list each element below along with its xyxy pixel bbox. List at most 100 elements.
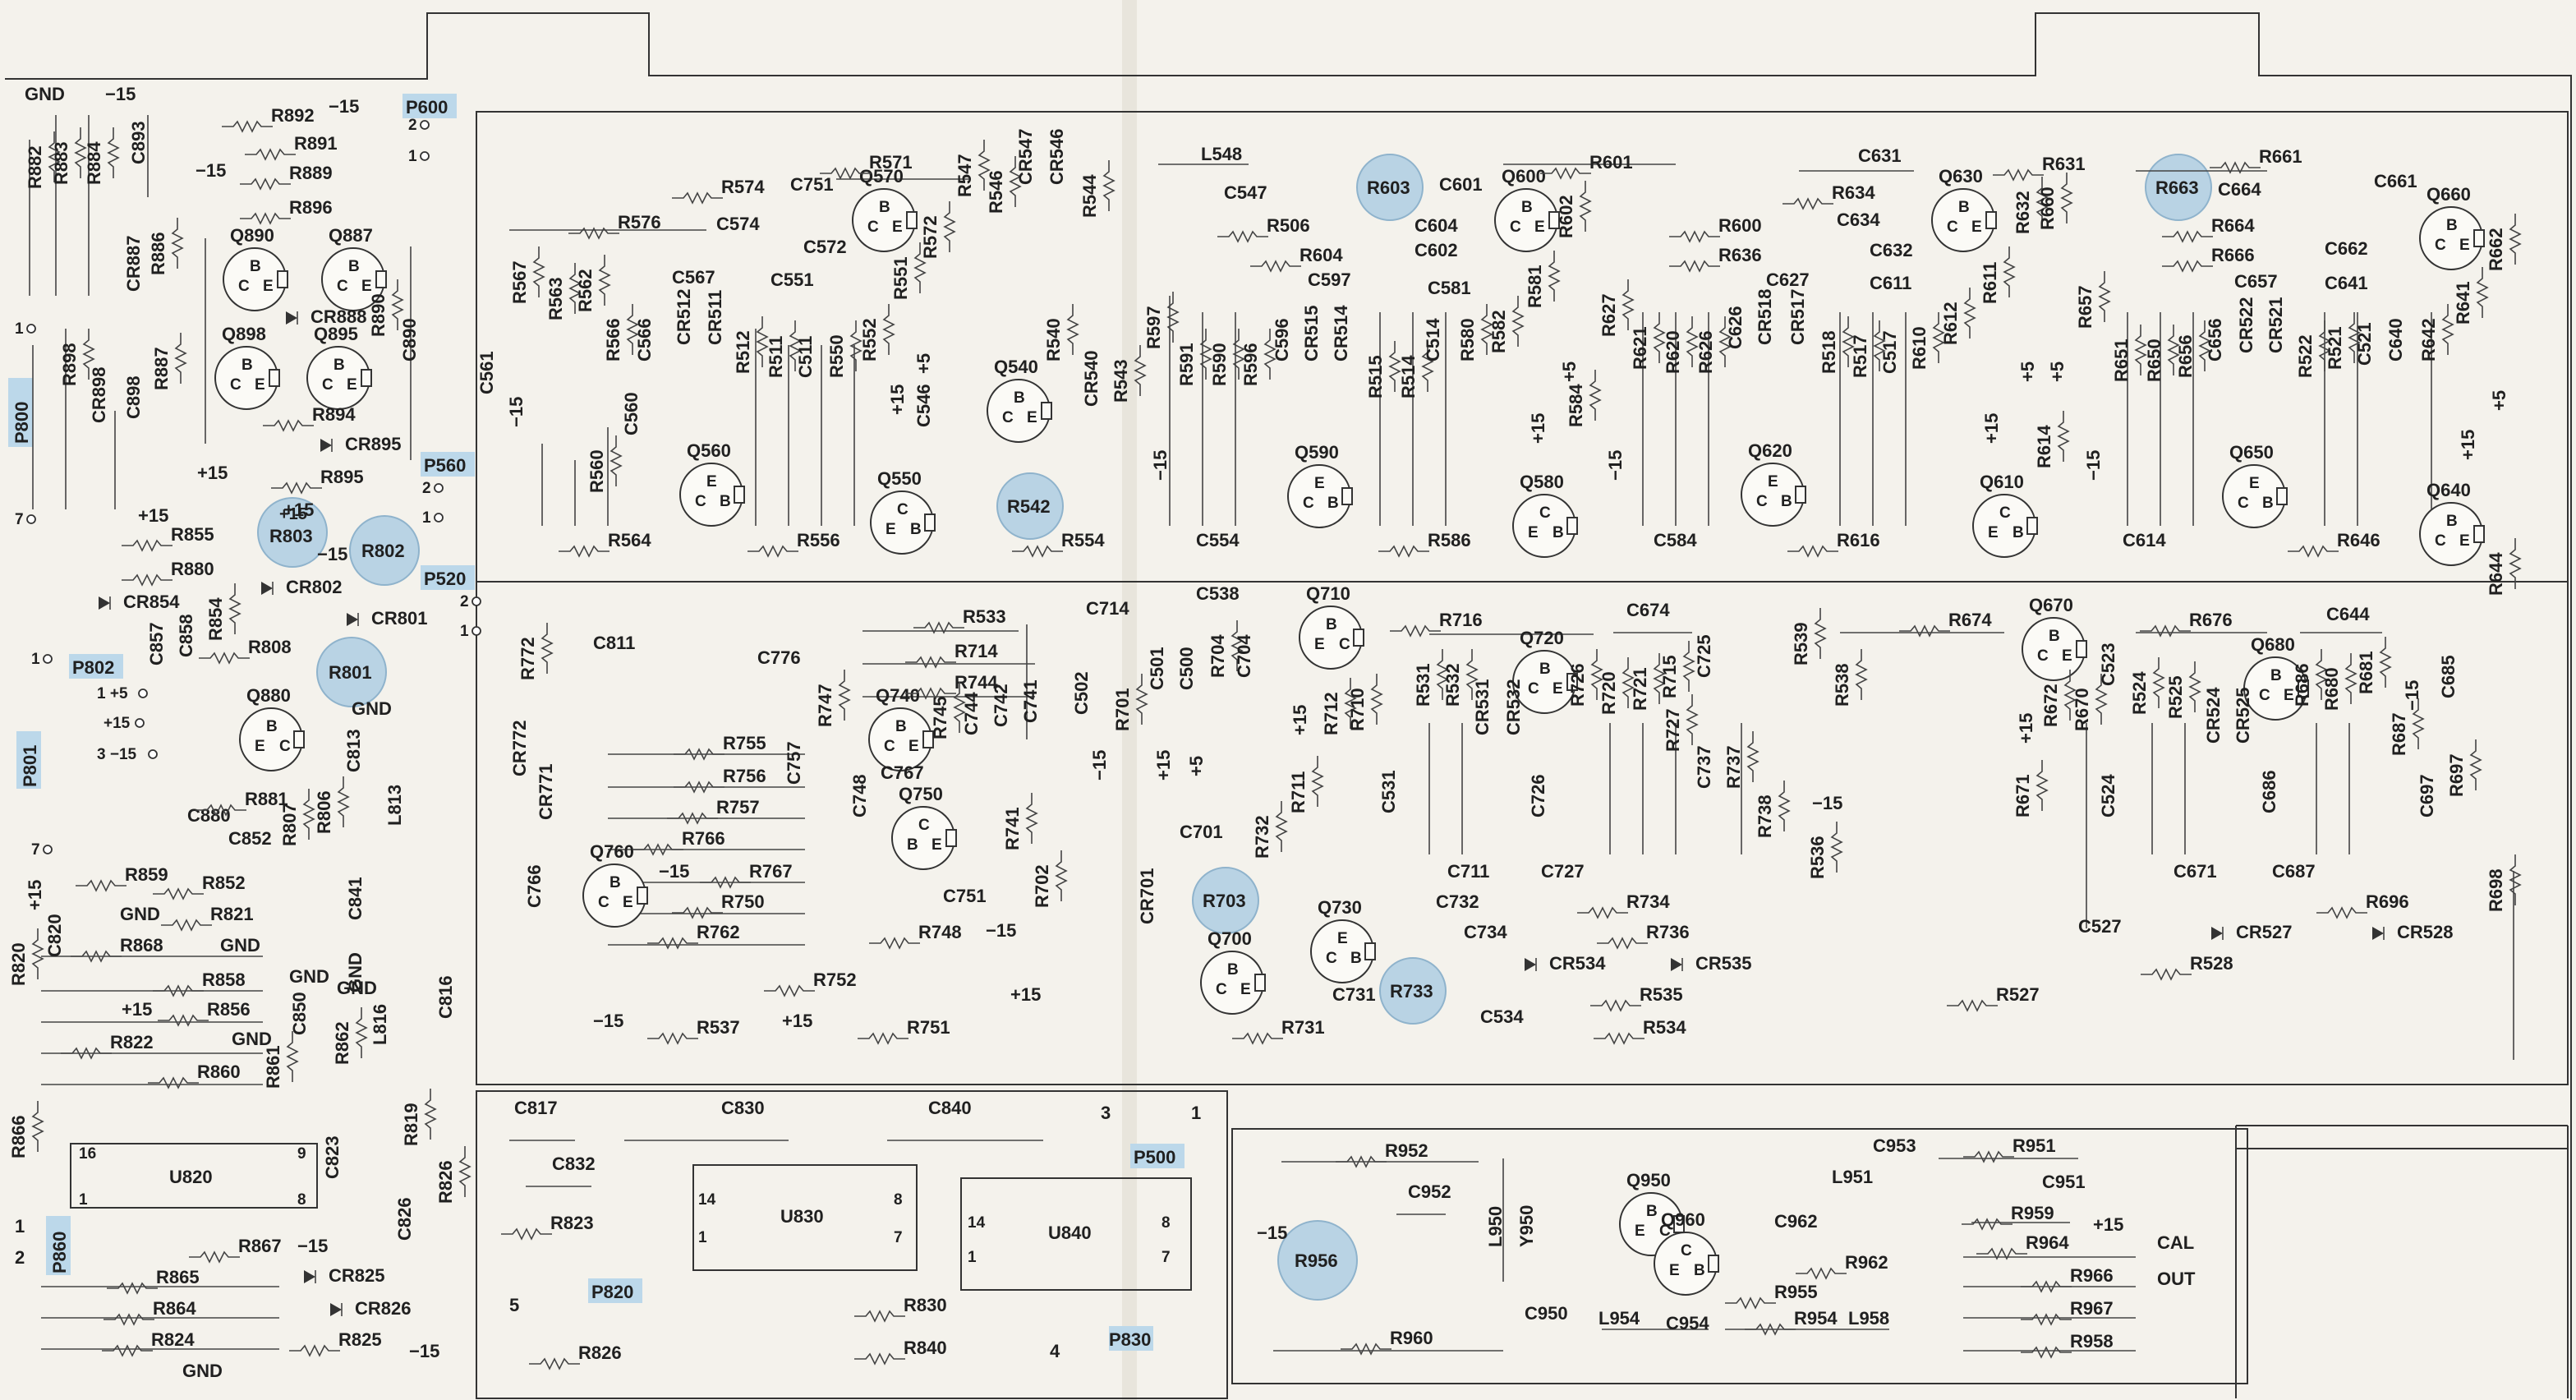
resistor-symbol-vertical bbox=[789, 320, 802, 371]
vlabel-r514: R514 bbox=[1398, 355, 1419, 398]
resistor-symbol-vertical bbox=[2509, 538, 2522, 589]
label-cal: CAL bbox=[2157, 1232, 2194, 1253]
svg-text:E: E bbox=[263, 278, 274, 295]
resistor-symbol-vertical bbox=[2060, 173, 2073, 223]
resistor-symbol-vertical bbox=[1746, 731, 1760, 782]
svg-text:E: E bbox=[932, 836, 942, 854]
svg-text:Q540: Q540 bbox=[994, 357, 1038, 377]
diodes-layer bbox=[99, 311, 2385, 1316]
svg-text:C: C bbox=[238, 278, 250, 295]
label-r951: R951 bbox=[2012, 1135, 2056, 1156]
pin-pad bbox=[148, 749, 158, 759]
resistor-symbol bbox=[568, 227, 619, 240]
svg-text:C: C bbox=[337, 278, 348, 295]
resistor-symbol bbox=[1745, 1323, 1796, 1336]
pin-label: +15 bbox=[104, 715, 131, 732]
label-cr535: CR535 bbox=[1695, 953, 1751, 974]
vlabel-c685: C685 bbox=[2438, 655, 2459, 698]
label-c644: C644 bbox=[2326, 604, 2370, 624]
label-r962: R962 bbox=[1845, 1252, 1888, 1273]
label-r767: R767 bbox=[749, 861, 793, 882]
label-c732: C732 bbox=[1436, 891, 1479, 912]
resistor-symbol-vertical bbox=[2134, 325, 2147, 375]
pin-pad bbox=[26, 324, 36, 334]
resistor-symbol-vertical bbox=[48, 131, 61, 182]
label-cr895: CR895 bbox=[345, 434, 401, 454]
vlabel-r727: R727 bbox=[1663, 708, 1683, 752]
vlabel-r552: R552 bbox=[859, 318, 880, 362]
label-c852: C852 bbox=[228, 828, 272, 849]
resistor-symbol-vertical bbox=[953, 682, 966, 733]
label-r821: R821 bbox=[210, 904, 254, 924]
vlabel-cr531: CR531 bbox=[1472, 679, 1493, 735]
svg-text:C: C bbox=[1539, 504, 1551, 522]
vlabel-r884: R884 bbox=[84, 141, 104, 185]
resistor-symbol bbox=[240, 177, 291, 191]
label-c731: C731 bbox=[1332, 984, 1376, 1005]
vlabel-15: −15 bbox=[2083, 450, 2104, 481]
vlabel-15: −15 bbox=[2402, 680, 2422, 711]
vlabel-c744: C744 bbox=[961, 692, 982, 735]
vlabel-r525: R525 bbox=[2165, 675, 2186, 719]
svg-text:C: C bbox=[918, 817, 930, 834]
vlabel-r862: R862 bbox=[332, 1021, 352, 1065]
label-gnd: GND bbox=[182, 1361, 223, 1381]
label-c627: C627 bbox=[1766, 269, 1810, 290]
resistor-symbol bbox=[905, 656, 956, 669]
vlabel-cr887: CR887 bbox=[123, 236, 144, 292]
resistor-symbol-vertical bbox=[391, 279, 404, 330]
pot-r956: R956 bbox=[1295, 1250, 1338, 1271]
vlabel-r651: R651 bbox=[2111, 338, 2132, 382]
resistor-symbol-vertical bbox=[1465, 649, 1479, 700]
svg-text:B: B bbox=[1646, 1203, 1658, 1220]
svg-text:Q960: Q960 bbox=[1661, 1209, 1705, 1230]
svg-text:C: C bbox=[1681, 1242, 1692, 1260]
svg-text:B: B bbox=[1521, 199, 1533, 216]
svg-text:C: C bbox=[867, 219, 879, 236]
pot-r542: R542 bbox=[1007, 496, 1051, 517]
label-c534: C534 bbox=[1480, 1006, 1524, 1027]
label-r766: R766 bbox=[682, 828, 725, 849]
label-r564: R564 bbox=[608, 530, 651, 550]
resistor-symbol-vertical bbox=[2057, 411, 2070, 462]
resistor-symbol-vertical bbox=[1480, 304, 1493, 355]
label-r537: R537 bbox=[697, 1017, 740, 1038]
vlabel-r590: R590 bbox=[1209, 343, 1230, 386]
resistor-symbol-vertical bbox=[2379, 637, 2392, 688]
vlabel-5: +5 bbox=[1559, 362, 1580, 382]
vlabel-r807: R807 bbox=[279, 803, 300, 846]
vlabel-r584: R584 bbox=[1566, 384, 1586, 427]
connector-p560: P560 bbox=[424, 455, 466, 476]
svg-text:C: C bbox=[1659, 1223, 1671, 1240]
label-4: 4 bbox=[1050, 1341, 1060, 1361]
label-c611: C611 bbox=[1870, 273, 1911, 293]
vlabel-cr521: CR521 bbox=[2266, 297, 2286, 353]
resistor-symbol-vertical bbox=[2469, 739, 2482, 790]
vlabel-r737: R737 bbox=[1723, 745, 1744, 789]
svg-text:Q950: Q950 bbox=[1626, 1170, 1671, 1190]
resistor-symbol-vertical bbox=[2198, 320, 2211, 371]
svg-text:B: B bbox=[1958, 199, 1970, 216]
resistor-symbol-vertical bbox=[1199, 329, 1212, 380]
label-r748: R748 bbox=[918, 922, 962, 942]
resistor-symbol bbox=[2162, 260, 2213, 273]
pin-label: 3 −15 bbox=[97, 746, 137, 763]
pot-r803: R803 bbox=[269, 526, 313, 546]
label-r852: R852 bbox=[202, 873, 246, 893]
label-gnd: GND bbox=[232, 1029, 272, 1049]
ic-u840: U840 bbox=[1048, 1223, 1092, 1243]
resistor-symbol bbox=[1963, 1150, 2014, 1163]
resistor-symbol bbox=[107, 1282, 158, 1295]
label-c950: C950 bbox=[1525, 1303, 1568, 1324]
resistor-symbol bbox=[501, 1227, 552, 1241]
resistor-symbol bbox=[148, 1076, 199, 1089]
vlabel-r898: R898 bbox=[59, 343, 80, 386]
pin-pad bbox=[434, 513, 444, 523]
vlabel-c741: C741 bbox=[1020, 679, 1041, 723]
pin-pad bbox=[135, 718, 145, 728]
svg-text:C: C bbox=[2259, 687, 2270, 704]
resistor-symbol-vertical bbox=[228, 583, 242, 634]
